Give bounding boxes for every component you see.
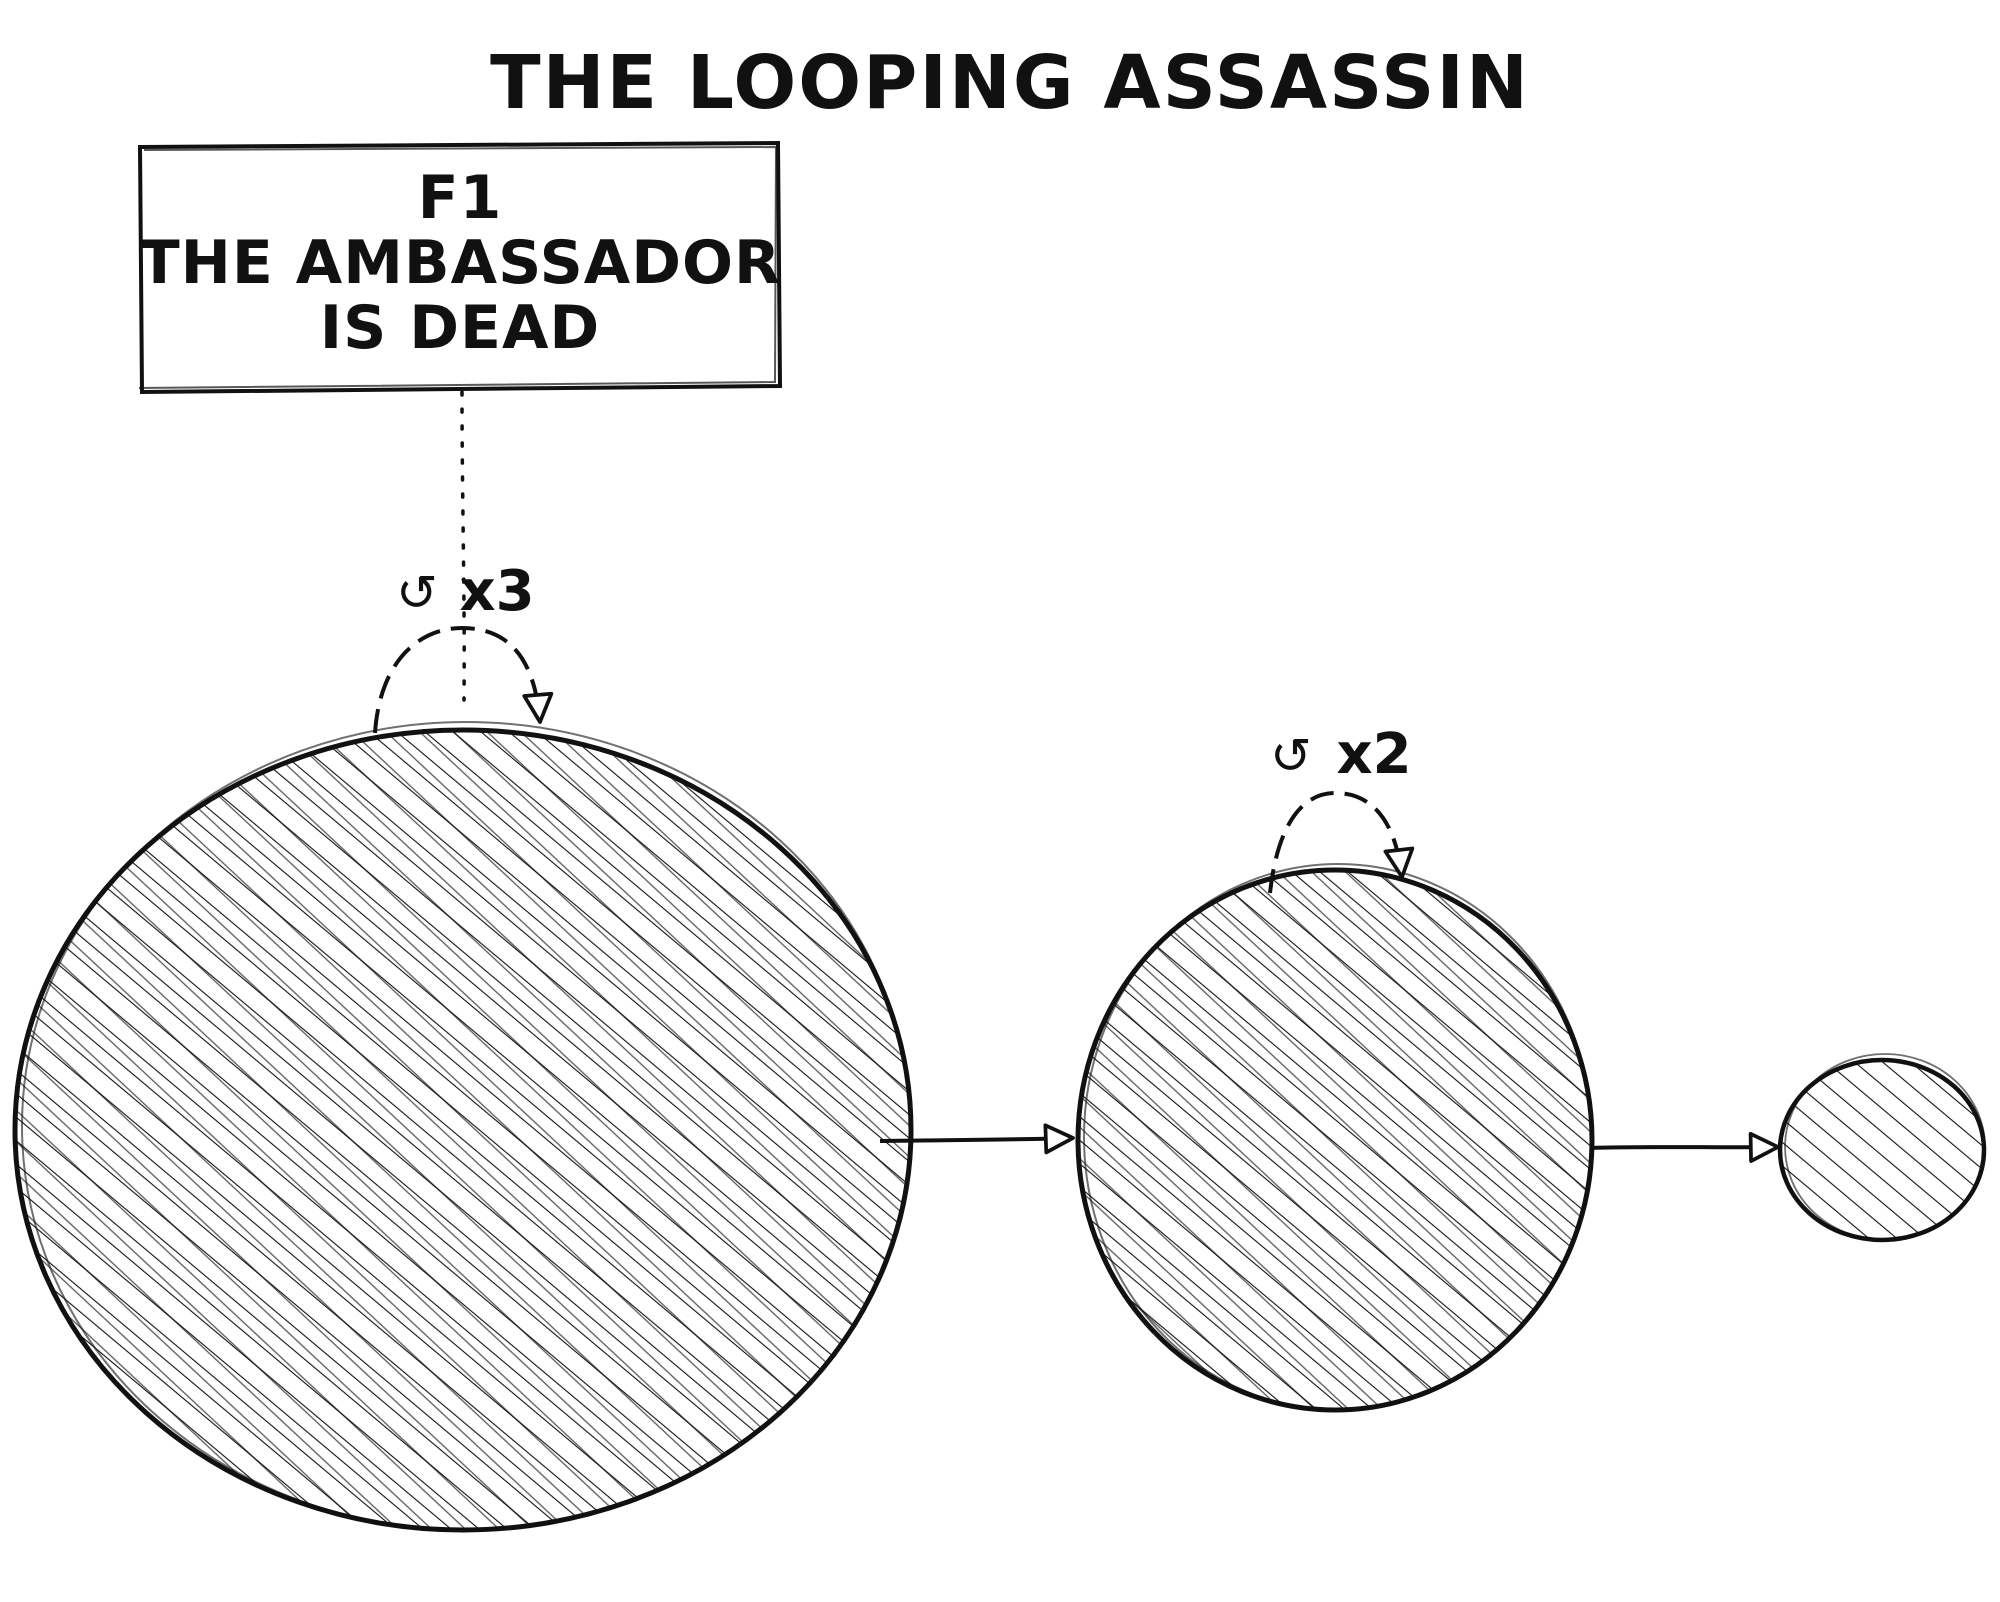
edge-large-to-medium [879, 1123, 1075, 1155]
loop-medium-count: x2 [1336, 722, 1411, 787]
loop-medium: ↺ x2 [1268, 722, 1415, 894]
diagram-title: THE LOOPING ASSASSIN [490, 40, 1530, 126]
loop-large-icon: ↺ [396, 564, 438, 622]
loop-medium-arc [1268, 790, 1415, 894]
note-line-1: F1 [418, 163, 503, 233]
edge-medium-to-small [1589, 1131, 1780, 1163]
note-connector [460, 390, 466, 702]
note-line-2: THE AMBASSADOR [139, 228, 782, 298]
node-large [12, 721, 914, 1533]
node-medium [1075, 863, 1595, 1413]
note-box: F1 THE AMBASSADOR IS DEAD [137, 140, 783, 395]
loop-large: ↺ x3 [373, 559, 554, 734]
loop-medium-icon: ↺ [1270, 727, 1312, 785]
node-small [1777, 1053, 1987, 1243]
note-line-3: IS DEAD [320, 293, 600, 363]
loop-large-count: x3 [459, 559, 534, 624]
loop-large-arc [373, 625, 554, 734]
